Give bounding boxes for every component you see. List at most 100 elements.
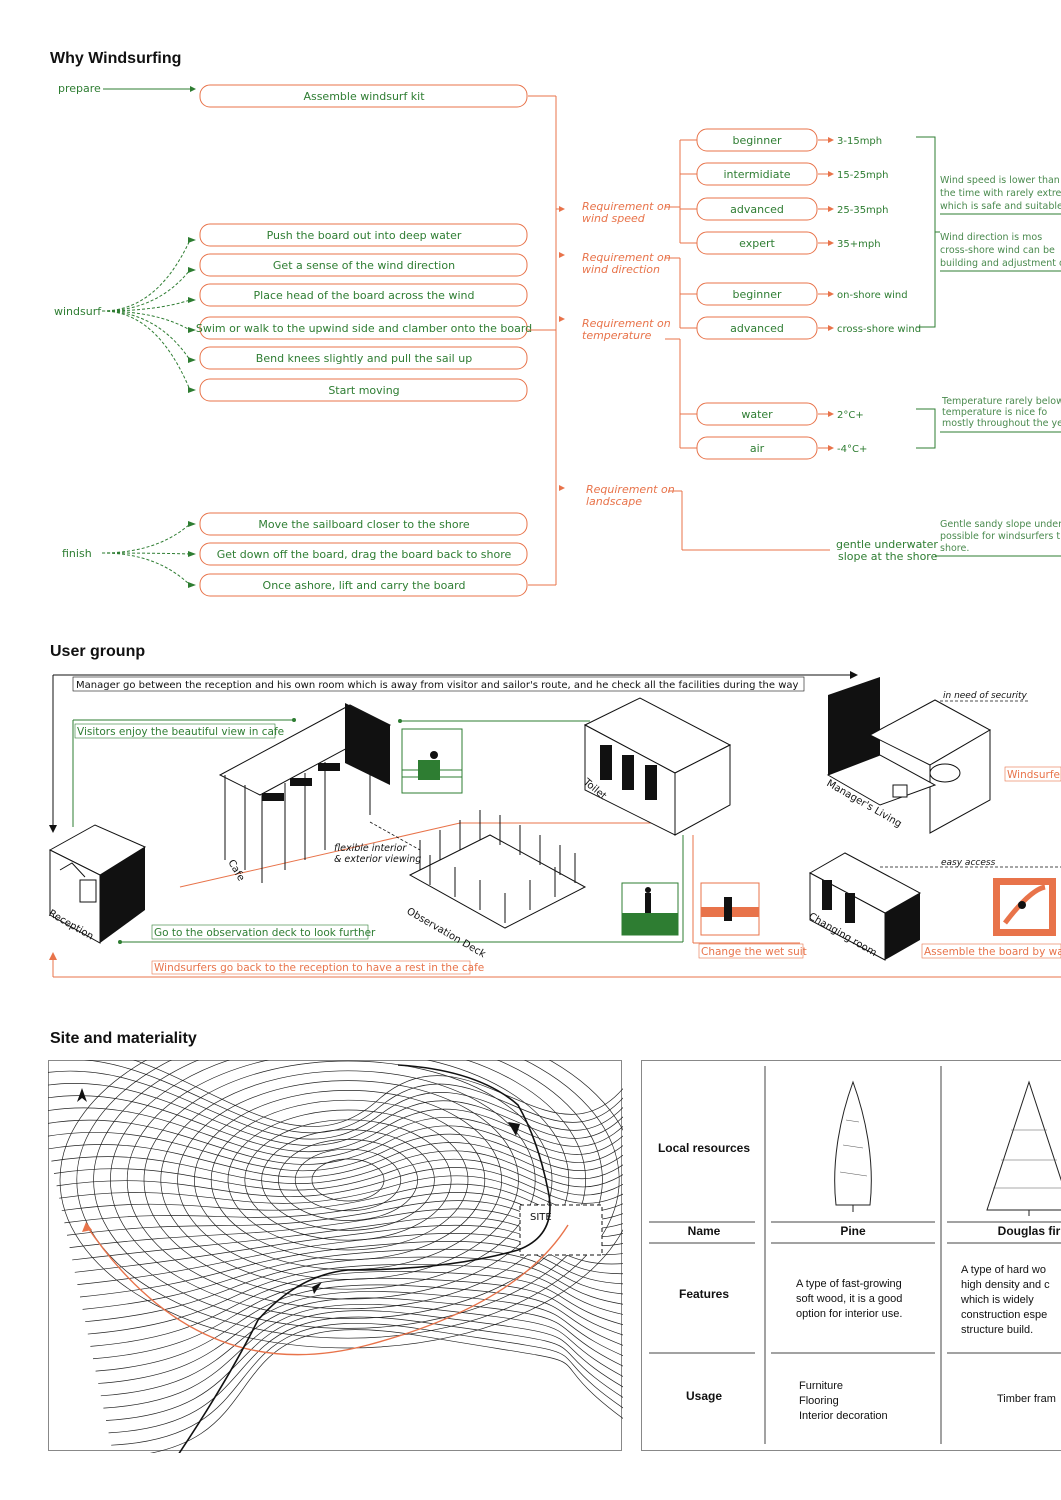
flow-arrow xyxy=(102,553,190,585)
pine-usage-2: Flooring xyxy=(799,1395,839,1407)
req-land-2: landscape xyxy=(586,495,642,508)
section-title-site: Site and materiality xyxy=(50,1030,197,1048)
req-wind-dir-2: wind direction xyxy=(582,263,660,276)
note-speed-3: which is safe and suitable fo xyxy=(940,201,1061,212)
step-label: Move the sailboard closer to the shore xyxy=(258,518,470,531)
flow-arrow xyxy=(102,311,190,390)
landscape-value-2: slope at the shore xyxy=(838,550,938,563)
step-label: Bend knees slightly and pull the sail up xyxy=(256,352,472,365)
arrow-head xyxy=(188,357,196,363)
level-value: 2°C+ xyxy=(837,410,864,421)
note-dir-3: building and adjustment of xyxy=(940,258,1061,269)
note-speed-2: the time with rarely extrem xyxy=(940,188,1061,199)
pine-usage-3: Interior decoration xyxy=(799,1410,888,1422)
level-label: beginner xyxy=(732,134,781,147)
flow-arrow xyxy=(102,240,190,311)
level-value: 25-35mph xyxy=(837,205,888,216)
arrow-head xyxy=(188,582,196,588)
level-value: cross-shore wind xyxy=(837,324,921,335)
note-temp-3: mostly throughout the year xyxy=(942,418,1061,429)
fir-usage-1: Timber fram xyxy=(997,1393,1056,1405)
deck-view-icon xyxy=(622,883,678,935)
step-label: Get a sense of the wind direction xyxy=(273,259,455,272)
easy-access-label: easy access xyxy=(941,858,996,868)
wet-suit-icon xyxy=(701,883,759,935)
level-label: intermidiate xyxy=(723,168,790,181)
arrow-head xyxy=(188,521,196,527)
pine-usage-1: Furniture xyxy=(799,1380,843,1392)
note-land-3: shore. xyxy=(940,543,969,554)
level-value: 35+mph xyxy=(837,239,881,250)
arrow-head xyxy=(188,297,196,303)
pine-feature-1: A type of fast-growing xyxy=(796,1278,902,1290)
fir-feature-1: A type of hard wo xyxy=(961,1264,1046,1276)
note-temp-2: temperature is nice fo xyxy=(942,407,1047,418)
step-label: Get down off the board, drag the board b… xyxy=(217,548,512,561)
security-label: in need of security xyxy=(943,691,1028,701)
deck-route-label: Go to the observation deck to look furth… xyxy=(154,927,376,939)
note-land-2: possible for windsurfers t xyxy=(940,531,1060,542)
windsurfe-label: Windsurfe xyxy=(1007,769,1060,781)
level-label: beginner xyxy=(732,288,781,301)
pine-name: Pine xyxy=(840,1224,866,1238)
flow-arrow xyxy=(102,524,190,553)
flow-arrow xyxy=(102,311,190,360)
materials-table: Local resources Name Features Usage Pine… xyxy=(641,1060,1061,1453)
note-dir-1: Wind direction is mos xyxy=(940,232,1042,243)
changing-room-drawing: Changing room xyxy=(807,853,921,960)
flow-arrow xyxy=(102,270,190,311)
level-value: 3-15mph xyxy=(837,136,882,147)
arrow-head xyxy=(188,387,196,393)
step-label: Start moving xyxy=(328,384,399,397)
level-value: -4°C+ xyxy=(837,444,867,455)
step-label: Assemble windsurf kit xyxy=(303,90,425,103)
label-deck: Observation Deck xyxy=(405,906,488,960)
arrow-head xyxy=(188,267,196,273)
wet-suit-label: Change the wet suit xyxy=(701,946,807,958)
step-label: Swim or walk to the upwind side and clam… xyxy=(196,322,532,335)
flexible-label-2: & exterior viewing xyxy=(334,854,421,865)
note-land-1: Gentle sandy slope under xyxy=(940,519,1061,530)
row-header-features: Features xyxy=(679,1287,729,1301)
fir-name: Douglas fir xyxy=(998,1224,1061,1238)
row-header-usage: Usage xyxy=(686,1389,722,1403)
visitors-label: Visitors enjoy the beautiful view in caf… xyxy=(77,726,284,738)
back-route-label: Windsurfers go back to the reception to … xyxy=(154,962,484,974)
fir-feature-3: which is widely xyxy=(960,1294,1034,1306)
level-label: advanced xyxy=(730,203,784,216)
user-group-diagram: Manager go between the reception and his… xyxy=(0,665,1061,985)
fir-feature-4: construction espe xyxy=(961,1309,1047,1321)
row-header-name: Name xyxy=(688,1224,721,1238)
flow-arrow xyxy=(102,300,190,311)
phase-prepare: prepare xyxy=(58,82,101,95)
note-dir-2: cross-shore wind can be xyxy=(940,245,1055,256)
section-title-users: User grounp xyxy=(50,643,145,661)
arrow-head xyxy=(188,551,196,557)
fir-feature-2: high density and c xyxy=(961,1279,1050,1291)
note-temp-1: Temperature rarely below-4 xyxy=(941,396,1061,407)
phase-windsurf: windsurf xyxy=(54,305,102,318)
arrow-head xyxy=(188,327,196,333)
windsurf-flow-diagram: prepare windsurf finish Assemble windsur… xyxy=(0,0,1061,610)
manager-route-label: Manager go between the reception and his… xyxy=(76,680,799,691)
arrow-head xyxy=(188,237,196,243)
fir-feature-5: structure build. xyxy=(961,1324,1033,1336)
assemble-board-icon xyxy=(993,878,1056,936)
step-label: Push the board out into deep water xyxy=(267,229,462,242)
level-label: water xyxy=(741,408,773,421)
site-contour-map: SITE xyxy=(48,1060,623,1453)
step-label: Once ashore, lift and carry the board xyxy=(263,579,466,592)
note-speed-1: Wind speed is lower than 3 xyxy=(940,175,1061,186)
observation-deck-drawing: Observation Deck xyxy=(405,810,586,960)
level-label: expert xyxy=(739,237,775,250)
row-header-resources: Local resources xyxy=(658,1141,750,1155)
req-wind-speed-2: wind speed xyxy=(582,212,646,225)
level-label: air xyxy=(750,442,765,455)
level-label: advanced xyxy=(730,322,784,335)
cafe-view-icon xyxy=(402,729,462,793)
req-temp-2: temperature xyxy=(582,329,652,342)
pine-feature-3: option for interior use. xyxy=(796,1308,902,1320)
phase-finish: finish xyxy=(62,547,92,560)
flexible-label-1: flexible interior xyxy=(334,843,407,854)
level-value: on-shore wind xyxy=(837,290,908,301)
